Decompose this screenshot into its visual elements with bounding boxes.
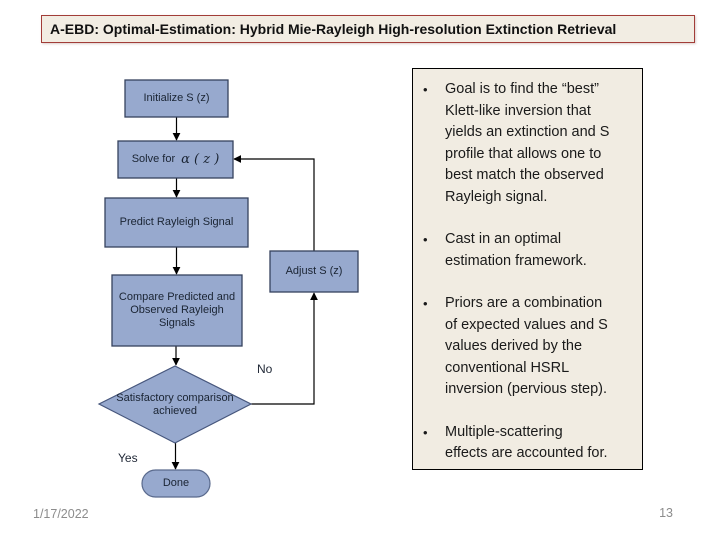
bullet-text: Priors are a combination of expected val… bbox=[445, 295, 608, 397]
bullet-marker: • bbox=[423, 424, 428, 440]
list-item: • Cast in an optimal estimation framewor… bbox=[421, 229, 640, 272]
connector-no-to-adjust bbox=[251, 292, 318, 405]
bullet-marker: • bbox=[423, 232, 428, 247]
decision-diamond bbox=[97, 365, 253, 444]
solve-node bbox=[117, 140, 234, 179]
slide-title: A-EBD: Optimal-Estimation: Hybrid Mie-Ra… bbox=[50, 21, 617, 37]
list-item: • Multiple-scattering effects are accoun… bbox=[421, 422, 640, 465]
slide-title-bar: A-EBD: Optimal-Estimation: Hybrid Mie-Ra… bbox=[41, 15, 695, 43]
slide-date: 1/17/2022 bbox=[33, 507, 89, 521]
yes-branch-label: Yes bbox=[118, 451, 138, 465]
slide-page-number: 13 bbox=[659, 506, 673, 520]
bullet-text: Cast in an optimal estimation framework. bbox=[445, 231, 587, 269]
compare-node bbox=[111, 274, 243, 347]
notes-panel: • Goal is to find the “best” Klett-like … bbox=[412, 68, 643, 470]
bullet-marker: • bbox=[423, 82, 428, 97]
connector-adjust-to-solve bbox=[233, 155, 315, 251]
list-item: • Priors are a combination of expected v… bbox=[421, 293, 640, 401]
initialize-node bbox=[124, 79, 229, 118]
predict-node bbox=[104, 197, 249, 248]
bullet-text: Multiple-scattering effects are accounte… bbox=[445, 423, 608, 462]
no-branch-label: No bbox=[257, 362, 273, 376]
done-node bbox=[141, 469, 211, 498]
bullet-list: • Goal is to find the “best” Klett-like … bbox=[421, 79, 640, 465]
bullet-marker: • bbox=[423, 296, 428, 311]
adjust-node bbox=[269, 250, 359, 293]
list-item: • Goal is to find the “best” Klett-like … bbox=[421, 79, 640, 208]
bullet-text: Goal is to find the “best” Klett-like in… bbox=[445, 81, 610, 205]
